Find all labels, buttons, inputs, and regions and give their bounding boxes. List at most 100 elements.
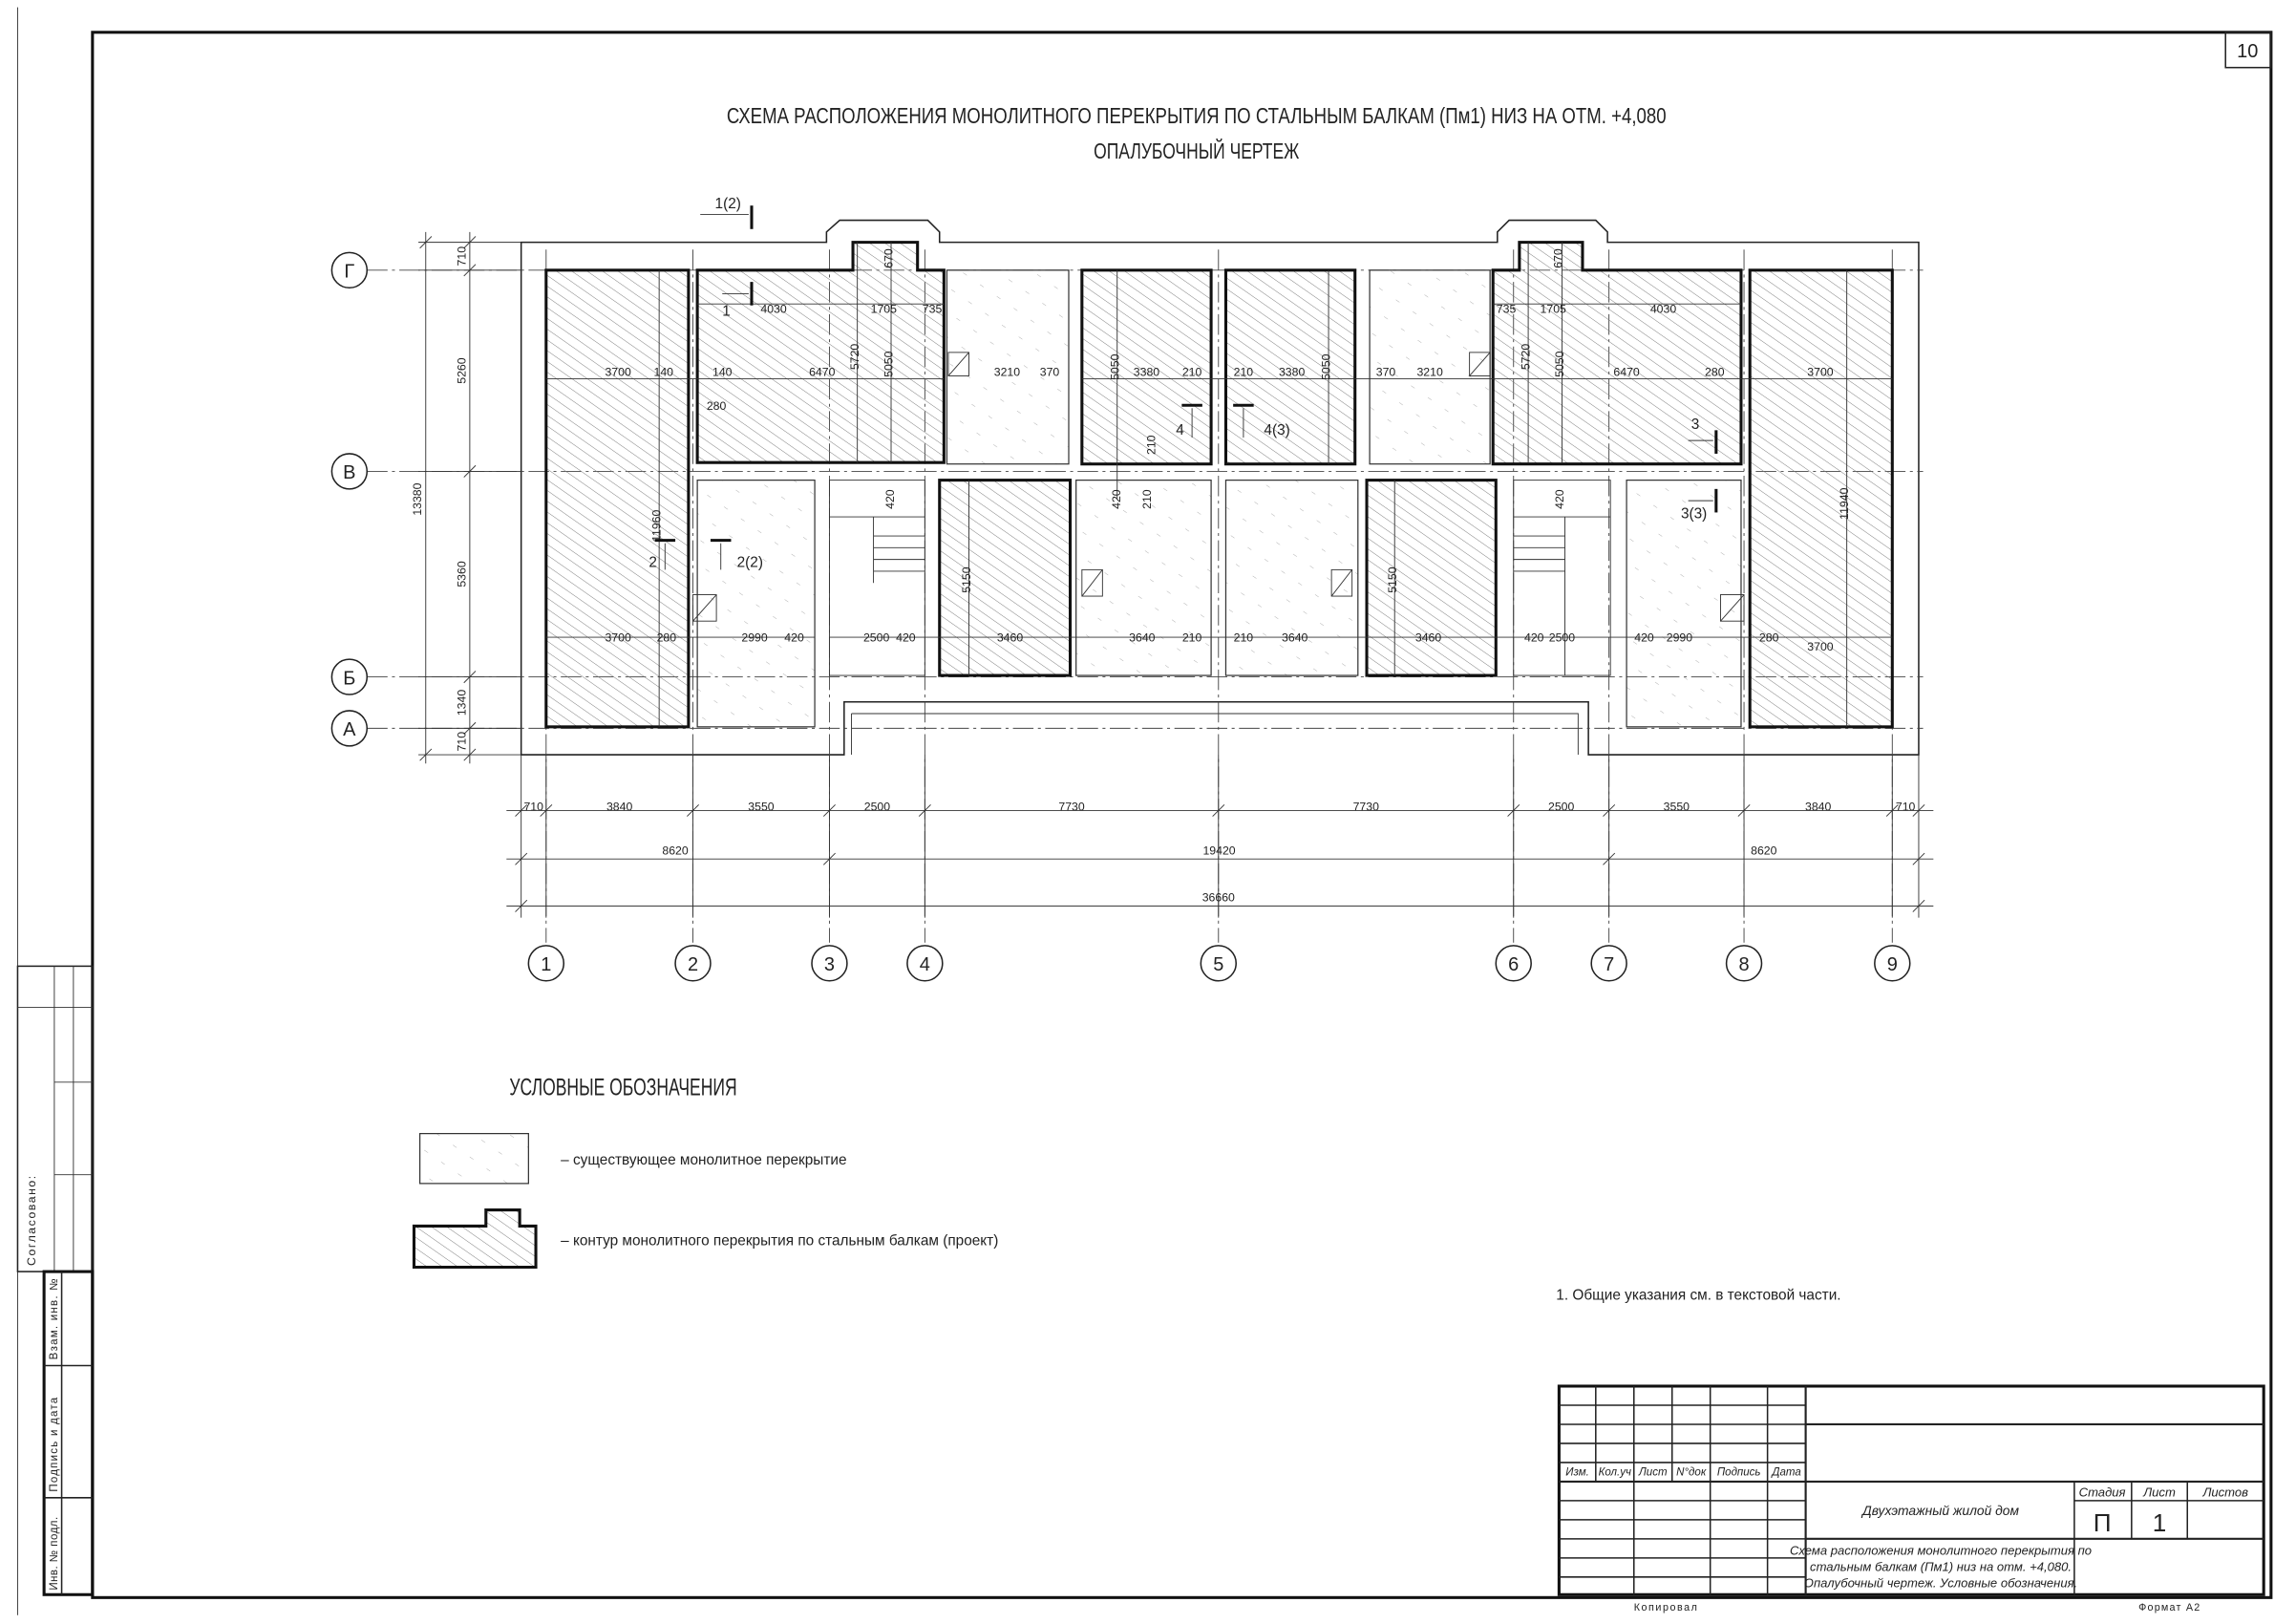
row-axis-label: Б xyxy=(343,668,355,689)
plan-dimension-label: 6470 xyxy=(809,365,835,378)
sheets-label: Листов xyxy=(2201,1485,2248,1499)
existing-slab xyxy=(1369,269,1491,465)
staircase xyxy=(828,480,925,676)
legend-existing-label: – существующее монолитное перекрытие xyxy=(561,1152,846,1168)
plan-dimension-label: 210 xyxy=(1234,365,1254,378)
plan-dimension-label: 210 xyxy=(1145,435,1159,455)
replace-inv-label: Взам. инв. № xyxy=(49,1277,60,1359)
building-outline xyxy=(520,219,1920,756)
row-axis-marker xyxy=(330,453,369,490)
title-block-header: Подпись xyxy=(1717,1467,1761,1479)
row-axis-label: А xyxy=(343,719,356,740)
plan-dimension-label: 11960 xyxy=(650,509,664,541)
section-label: 4 xyxy=(1176,422,1184,438)
legend-title: УСЛОВНЫЕ ОБОЗНАЧЕНИЯ xyxy=(509,1076,736,1101)
plan-dimension-label: 5050 xyxy=(1553,351,1566,376)
general-note: 1. Общие указания см. в текстовой части. xyxy=(1556,1287,1840,1303)
column-axis-label: 1 xyxy=(541,954,551,975)
plan-dimension-label: 4030 xyxy=(1650,302,1676,315)
drawing-name-line2: стальным балкам (Пм1) низ на отм. +4,080… xyxy=(1810,1560,2072,1574)
plan-dimension-label: 280 xyxy=(657,631,677,645)
section-label: 1(2) xyxy=(715,196,741,212)
column-axis-marker xyxy=(527,945,565,982)
column-axis-label: 2 xyxy=(688,954,698,975)
plan-dimension-label: 140 xyxy=(712,365,733,378)
plan-dimension-label: 3380 xyxy=(1279,365,1305,378)
drawing-name-line1: Схема расположения монолитного перекрыти… xyxy=(1790,1544,2092,1558)
dimension-label: 5260 xyxy=(455,357,468,383)
plan-dimension-label: 3460 xyxy=(1415,631,1441,645)
plan-dimension-label: 420 xyxy=(883,489,897,509)
dimension-label: 2500 xyxy=(864,800,890,813)
plan-dimension-label: 2990 xyxy=(1667,631,1692,645)
existing-slab xyxy=(1224,480,1359,676)
dimension-label: 5360 xyxy=(455,561,468,587)
plan-dimension-label: 370 xyxy=(1040,365,1060,378)
existing-slab xyxy=(1626,480,1742,728)
dimension-label: 710 xyxy=(455,246,468,267)
legend: УСЛОВНЫЕ ОБОЗНАЧЕНИЯ – существующее моно… xyxy=(412,1076,998,1270)
plan-dimension-label: 420 xyxy=(1524,631,1544,645)
plan-dimension-label: 2500 xyxy=(1549,631,1575,645)
plan-dimension-label: 5150 xyxy=(1386,566,1399,592)
section-label: 1 xyxy=(722,303,731,319)
project-slab xyxy=(938,479,1073,677)
column-axis-marker xyxy=(1495,945,1532,982)
plan-dimension-label: 670 xyxy=(1551,248,1564,268)
project-slab xyxy=(1491,241,1743,466)
column-axis-marker xyxy=(1590,945,1627,982)
sheet-number: 10 xyxy=(2237,41,2258,62)
plan-dimension-label: 3460 xyxy=(997,631,1023,645)
plan-dimension-label: 140 xyxy=(654,365,674,378)
sign-date-label: Подпись и дата xyxy=(49,1397,60,1492)
copied-label: Копировал xyxy=(1634,1602,1699,1613)
dimension-label: 710 xyxy=(455,732,468,752)
column-axis-label: 7 xyxy=(1604,954,1614,975)
column-axis-label: 9 xyxy=(1887,954,1898,975)
sheet-label: Лист xyxy=(2142,1485,2176,1499)
row-axis-label: В xyxy=(343,462,355,483)
dimension-label: 1340 xyxy=(455,690,468,716)
stage-label: Стадия xyxy=(2079,1485,2126,1499)
plan-dimension-label: 4030 xyxy=(760,302,786,315)
drawing-title: СХЕМА РАСПОЛОЖЕНИЯ МОНОЛИТНОГО ПЕРЕКРЫТИ… xyxy=(727,103,1667,128)
drawing-subtitle: ОПАЛУБОЧНЫЙ ЧЕРТЕЖ xyxy=(1094,138,1299,163)
dimension-label: 710 xyxy=(523,800,543,813)
column-axis-marker xyxy=(1200,945,1237,982)
plan-dimension-label: 11940 xyxy=(1838,487,1851,519)
dimension-label: 7730 xyxy=(1058,800,1084,813)
plan-dimension-label: 420 xyxy=(1110,489,1123,509)
legend-existing-swatch xyxy=(418,1133,529,1185)
staircase xyxy=(1513,480,1611,676)
column-axis-marker xyxy=(1725,945,1763,982)
row-axis-marker xyxy=(330,251,369,289)
dimension-label: 2500 xyxy=(1548,800,1574,813)
column-axis-label: 3 xyxy=(824,954,835,975)
drawing-name-line3: Опалубочный чертеж. Условные обозначения… xyxy=(1804,1576,2077,1591)
format-label: Формат А2 xyxy=(2138,1602,2200,1613)
plan-dimension-label: 370 xyxy=(1376,365,1396,378)
dimension-label: 3840 xyxy=(1805,800,1831,813)
dimension-label: 13380 xyxy=(411,482,424,515)
plan-dimension-label: 3380 xyxy=(1134,365,1159,378)
section-label: 3 xyxy=(1691,417,1700,433)
stage-value: П xyxy=(2094,1508,2112,1537)
dimension-label: 8620 xyxy=(662,844,688,858)
column-axis-marker xyxy=(906,945,944,982)
plan-dimension-label: 735 xyxy=(1497,302,1517,315)
row-axis-marker xyxy=(330,710,369,747)
plan-dimension-label: 210 xyxy=(1140,489,1154,509)
plan-dimension-label: 280 xyxy=(1705,365,1725,378)
shaft-openings xyxy=(692,352,1745,622)
project-slab xyxy=(1748,268,1894,729)
plan-dimension-label: 3640 xyxy=(1129,631,1155,645)
plan-dimension-label: 420 xyxy=(1634,631,1654,645)
section-label: 3(3) xyxy=(1681,506,1707,523)
existing-slab xyxy=(946,269,1070,465)
dimension-label: 7730 xyxy=(1353,800,1379,813)
title-block-header: Кол.уч xyxy=(1599,1467,1631,1479)
plan-dimension-label: 1705 xyxy=(1541,302,1566,315)
